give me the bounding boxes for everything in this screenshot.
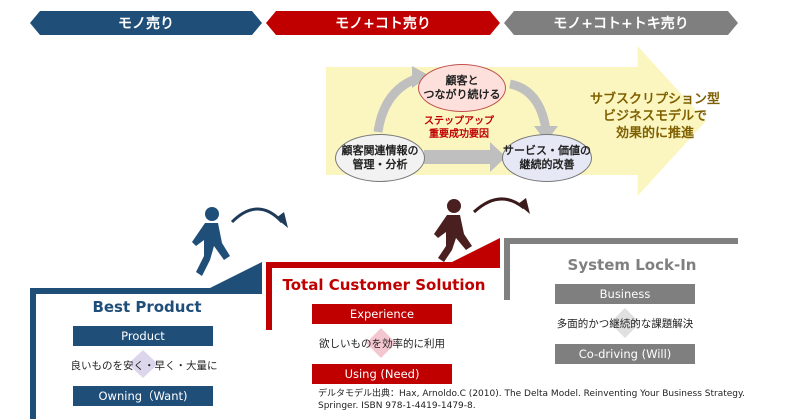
- stage-label: モノ売り: [118, 16, 174, 32]
- cycle-arrow-left-up: [373, 73, 420, 133]
- step-note: 欲しいものを効率的に利用: [319, 338, 445, 350]
- cycle-node-connect: 顧客と つながり続ける: [418, 64, 506, 112]
- stage-chevron-mono-koto-toki: モノ+コト+トキ売り: [504, 11, 738, 35]
- arrowhead-icon: [518, 198, 530, 214]
- step-title-best-product: Best Product: [92, 298, 202, 316]
- stage-label: モノ+コト+トキ売り: [553, 16, 689, 32]
- cycle-node-text: 顧客と つながり続ける: [423, 74, 501, 101]
- step-box-experience: Experience: [312, 304, 452, 324]
- step-note: 多面的かつ継続的な課題解決: [556, 318, 694, 330]
- cycle-arrowhead-bottom: [490, 142, 506, 172]
- step-title-system-lock-in: System Lock-In: [567, 256, 697, 274]
- cycle-arrow-bottom: [424, 150, 490, 164]
- cycle-arrow-right-down: [508, 79, 551, 131]
- step-note: 良いものを安く・早く・大量に: [70, 360, 218, 372]
- climbing-person-icon: [434, 199, 472, 262]
- arrowhead-icon: [276, 212, 288, 228]
- step-box-using: Using (Need): [312, 364, 452, 384]
- subscription-text: サブスクリプション型 ビジネスモデルで 効果的に推進: [589, 92, 720, 141]
- curved-arrow-icon: [230, 207, 284, 224]
- stage-chevron-mono: モノ売り: [30, 11, 262, 35]
- step-box-business: Business: [555, 284, 695, 304]
- curved-arrow-icon: [472, 197, 525, 214]
- step-box-product: Product: [73, 326, 213, 346]
- key-success-factor-label: ステップアップ 重要成功要因: [424, 116, 494, 140]
- cycle-node-improve: サービス・価値の 継続的改善: [502, 134, 592, 182]
- citation-text: デルタモデル出典：Hax, Arnoldo.C (2010). The Delt…: [318, 389, 745, 412]
- cycle-node-text: サービス・価値の 継続的改善: [503, 144, 591, 171]
- step-title-total-customer-solution: Total Customer Solution: [282, 276, 486, 294]
- step-box-owning: Owning（Want): [73, 386, 213, 406]
- cycle-arrowhead-left: [412, 66, 430, 88]
- step-box-co-driving: Co-driving (Will): [555, 344, 695, 364]
- stage-chevron-mono-koto: モノ+コト売り: [266, 11, 500, 35]
- stair-wedge-red: [452, 238, 500, 262]
- stair-wedge-blue: [210, 262, 262, 288]
- climbing-person-icon: [192, 207, 230, 276]
- stage-label: モノ+コト売り: [335, 16, 431, 32]
- cycle-node-analysis: 顧客関連情報の 管理・分析: [335, 134, 425, 182]
- cycle-node-text: 顧客関連情報の 管理・分析: [341, 144, 419, 171]
